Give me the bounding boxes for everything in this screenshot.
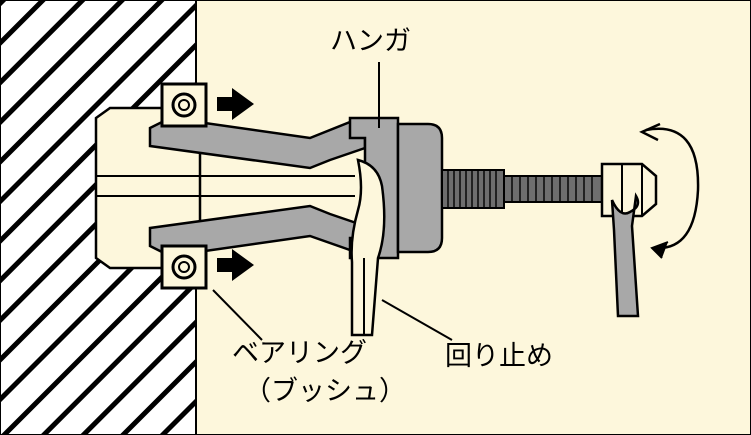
leader-rotation-stop <box>381 299 453 341</box>
label-bush: （ブッシュ） <box>244 376 406 407</box>
arrow-right-icon <box>217 88 254 120</box>
curved-arrow-icon <box>639 122 700 259</box>
label-bearing: ベアリング <box>232 338 367 369</box>
puller-nut <box>396 122 444 254</box>
label-hanger: ハンガ <box>330 26 411 57</box>
wrench <box>610 192 640 318</box>
arrow-right-icon <box>217 249 254 281</box>
lower-bearing <box>160 244 208 290</box>
rotation-stop-bar <box>350 158 386 337</box>
label-rotation-stop: 回り止め <box>445 341 553 372</box>
end-hex-nut <box>600 162 658 218</box>
upper-bearing <box>160 82 208 128</box>
threaded-rod <box>441 169 605 209</box>
leader-bearing <box>212 289 263 341</box>
